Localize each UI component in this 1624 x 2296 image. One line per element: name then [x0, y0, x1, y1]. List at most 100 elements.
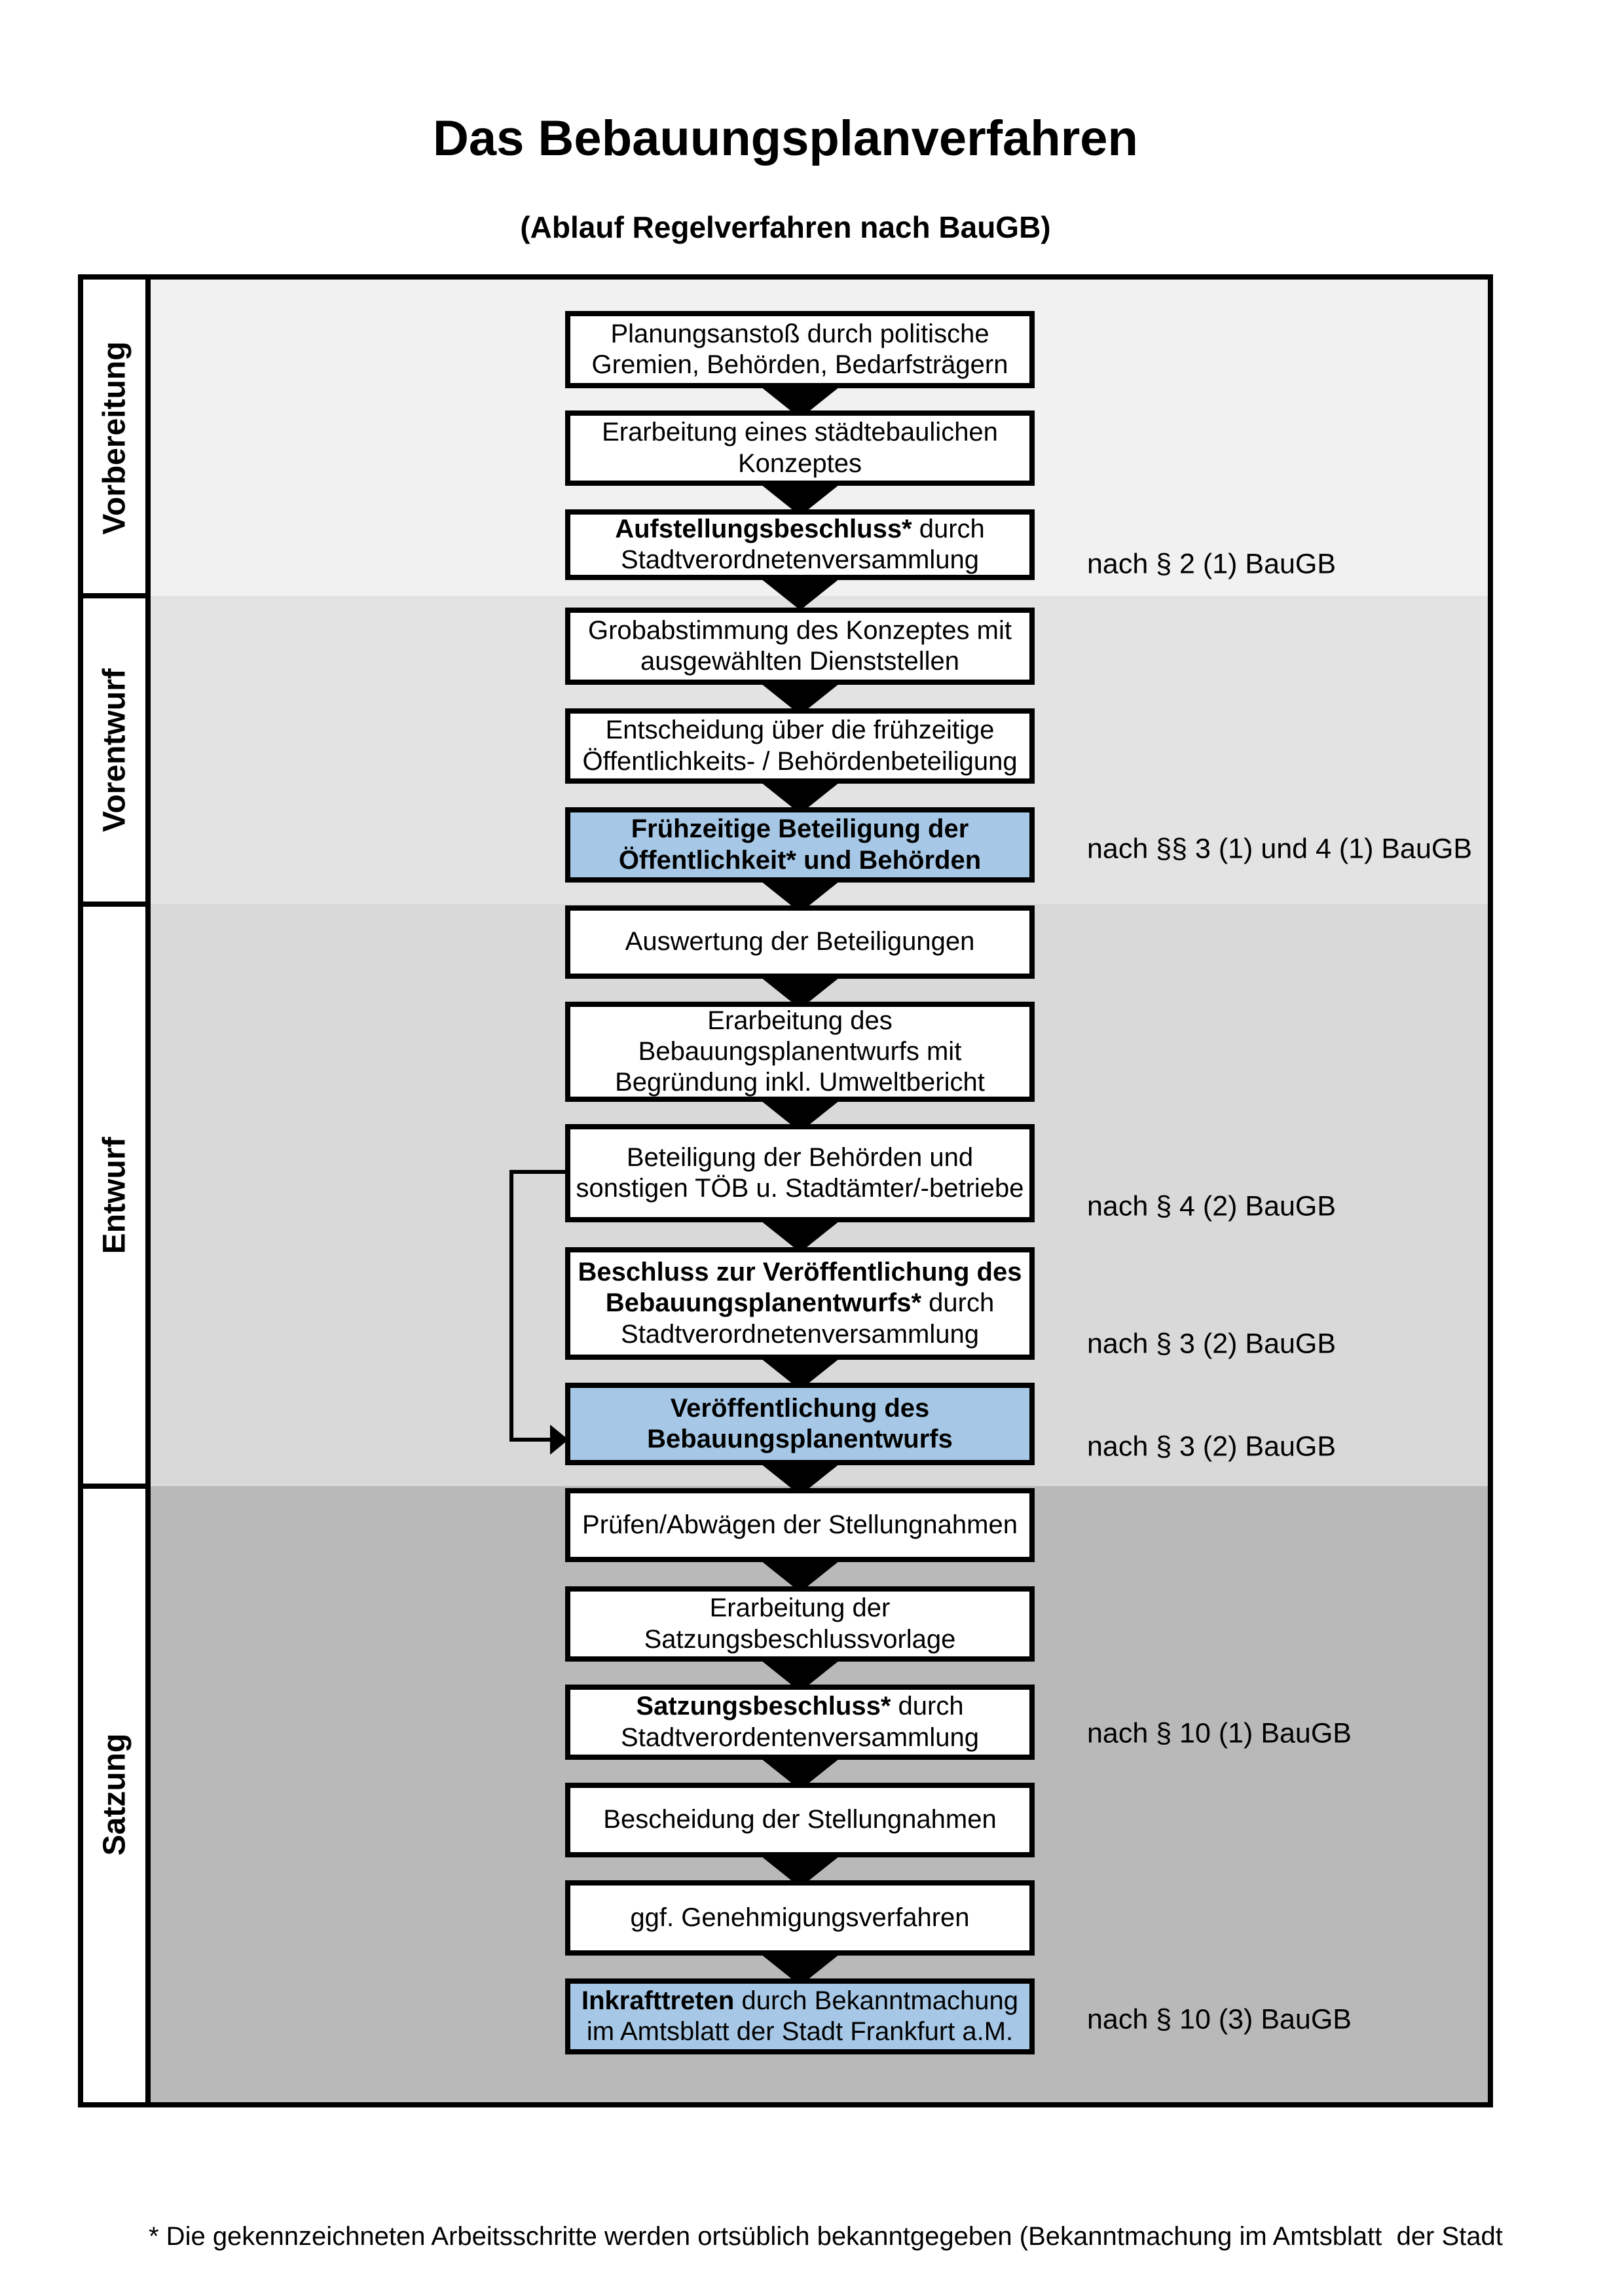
sidebar-content-divider	[145, 280, 151, 2102]
process-box-line: Auswertung der Beteiligungen	[625, 926, 975, 957]
process-box-line: Satzungsbeschluss* durch	[636, 1691, 963, 1722]
process-box-text: Inkrafttreten	[581, 1986, 735, 2015]
process-box-text: Bebauungsplanentwurfs*	[605, 1288, 922, 1318]
process-box-text: Satzungsbeschlussvorlage	[644, 1624, 956, 1654]
process-box-text: Planungsanstoß durch politische	[610, 319, 989, 348]
process-box-text: Erarbeitung des	[707, 1006, 893, 1035]
process-box-text: ggf. Genehmigungsverfahren	[630, 1903, 970, 1932]
phase-label: Vorbereitung	[97, 340, 132, 535]
process-box-line: ggf. Genehmigungsverfahren	[630, 1903, 969, 1933]
process-box-text: Stadtverordnetenversammlung	[621, 1319, 979, 1349]
process-box-text: Beteiligung der Behörden und	[626, 1142, 974, 1172]
footnote: * Die gekennzeichneten Arbeitsschritte w…	[149, 2138, 1511, 2296]
footnote-line: * Die gekennzeichneten Arbeitsschritte w…	[149, 2222, 1503, 2251]
process-box-text: durch	[921, 1288, 995, 1318]
process-box-text: Prüfen/Abwägen der Stellungnahmen	[582, 1510, 1018, 1539]
parallel-connector-line	[509, 1170, 566, 1174]
process-box-line: Aufstellungsbeschluss* durch	[615, 514, 985, 545]
phase-sidebar-cell	[83, 280, 145, 596]
process-box-text: Satzungsbeschluss*	[636, 1692, 891, 1721]
process-box-line: Stadtverordnetenversammlung	[621, 1319, 979, 1350]
phase-label: Vorentwurf	[97, 668, 132, 832]
process-box-text: Aufstellungsbeschluss*	[615, 514, 912, 543]
phase-divider-line	[83, 902, 145, 907]
law-reference: nach § 4 (2) BauGB	[1087, 1190, 1337, 1222]
process-box-line: Beschluss zur Veröffentlichung des	[578, 1257, 1022, 1288]
process-box-text: Stadtverordentenversammlung	[621, 1722, 979, 1752]
process-box-text: sonstigen TÖB u. Stadtämter/-betriebe	[576, 1174, 1024, 1203]
process-box-line: Erarbeitung eines städtebaulichen	[602, 417, 998, 448]
process-box-text: Beschluss zur Veröffentlichung des	[578, 1258, 1022, 1287]
process-box-text: ausgewählten Dienststellen	[640, 647, 959, 676]
phase-label: Entwurf	[97, 1137, 132, 1254]
process-box-text: Entscheidung über die frühzeitige	[605, 716, 995, 745]
process-box-text: Gremien, Behörden, Bedarfsträgern	[591, 350, 1008, 379]
process-box: Bescheidung der Stellungnahmen	[565, 1783, 1035, 1857]
page-subtitle: (Ablauf Regelverfahren nach BauGB)	[520, 210, 1051, 244]
process-box-text: Bebauungsplanentwurfs mit	[638, 1036, 962, 1066]
law-reference: nach § 3 (2) BauGB	[1087, 1430, 1337, 1463]
process-box-text: Frühzeitige Beteiligung der	[631, 814, 969, 844]
parallel-connector-line	[509, 1438, 550, 1442]
process-box-text: Bescheidung der Stellungnahmen	[603, 1805, 997, 1834]
process-box-text: Bebauungsplanentwurfs	[647, 1425, 953, 1453]
process-box-line: Bebauungsplanentwurfs* durch	[606, 1288, 994, 1319]
process-box-text: Erarbeitung eines städtebaulichen	[602, 418, 998, 447]
law-reference: nach § 10 (3) BauGB	[1087, 2003, 1352, 2035]
process-box-text: Auswertung der Beteiligungen	[625, 927, 975, 957]
process-box-line: Stadtverordentenversammlung	[621, 1722, 979, 1753]
process-box-text: durch	[891, 1692, 964, 1721]
process-box: ggf. Genehmigungsverfahren	[565, 1880, 1035, 1956]
phase-sidebar-cell	[83, 904, 145, 1486]
process-box-line: Konzeptes	[738, 448, 862, 479]
process-box-text: Begründung inkl. Umweltbericht	[615, 1068, 985, 1097]
process-box-line: Öffentlichkeits- / Behördenbeteiligung	[582, 746, 1017, 777]
process-box-line: Planungsanstoß durch politische	[610, 319, 989, 350]
process-box-text: Öffentlichkeits- / Behördenbeteiligung	[582, 746, 1018, 776]
process-box-line: Gremien, Behörden, Bedarfsträgern	[592, 350, 1008, 380]
process-box-text: Stadtverordnetenversammlung	[621, 545, 979, 574]
process-box-line: Prüfen/Abwägen der Stellungnahmen	[582, 1510, 1018, 1540]
process-box-line: ausgewählten Dienststellen	[640, 646, 959, 677]
process-box-line: Bescheidung der Stellungnahmen	[603, 1804, 996, 1835]
process-box-line: Öffentlichkeit* und Behörden	[619, 845, 981, 876]
parallel-connector-line	[509, 1170, 513, 1441]
process-box-line: Satzungsbeschlussvorlage	[644, 1624, 956, 1655]
law-reference: nach § 2 (1) BauGB	[1087, 548, 1337, 580]
process-box-line: Bebauungsplanentwurfs	[647, 1424, 953, 1455]
process-box-text: Grobabstimmung des Konzeptes mit	[588, 615, 1012, 645]
process-box: Auswertung der Beteiligungen	[565, 905, 1035, 979]
process-box-line: Frühzeitige Beteiligung der	[631, 814, 969, 845]
phase-divider-line	[83, 1484, 145, 1489]
phase-sidebar-cell	[83, 1486, 145, 2102]
page-title: Das Bebauungsplanverfahren	[433, 111, 1138, 166]
process-box-line: Grobabstimmung des Konzeptes mit	[588, 615, 1012, 646]
process-box-line: im Amtsblatt der Stadt Frankfurt a.M.	[587, 2016, 1013, 2047]
process-box-line: Inkrafttreten durch Bekanntmachung	[581, 1986, 1018, 2016]
process-box-line: sonstigen TÖB u. Stadtämter/-betriebe	[576, 1173, 1024, 1204]
process-box-line: Begründung inkl. Umweltbericht	[615, 1067, 985, 1098]
process-box-line: Entscheidung über die frühzeitige	[606, 715, 995, 746]
law-reference: nach § 10 (1) BauGB	[1087, 1717, 1352, 1749]
process-box-text: durch Bekanntmachung	[734, 1986, 1018, 2015]
process-box-text: durch	[912, 514, 985, 543]
law-reference: nach § 3 (2) BauGB	[1087, 1328, 1337, 1360]
process-box-text: Öffentlichkeit* und Behörden	[618, 845, 982, 875]
process-box-text: Veröffentlichung des	[670, 1393, 930, 1423]
phase-label: Satzung	[97, 1733, 132, 1855]
process-box-text: Konzeptes	[737, 448, 862, 478]
process-box-line: Erarbeitung der	[710, 1593, 891, 1624]
process-box-text: Erarbeitung der	[709, 1594, 891, 1623]
phase-divider-line	[83, 593, 145, 598]
process-box-line: Bebauungsplanentwurfs mit	[638, 1036, 962, 1067]
